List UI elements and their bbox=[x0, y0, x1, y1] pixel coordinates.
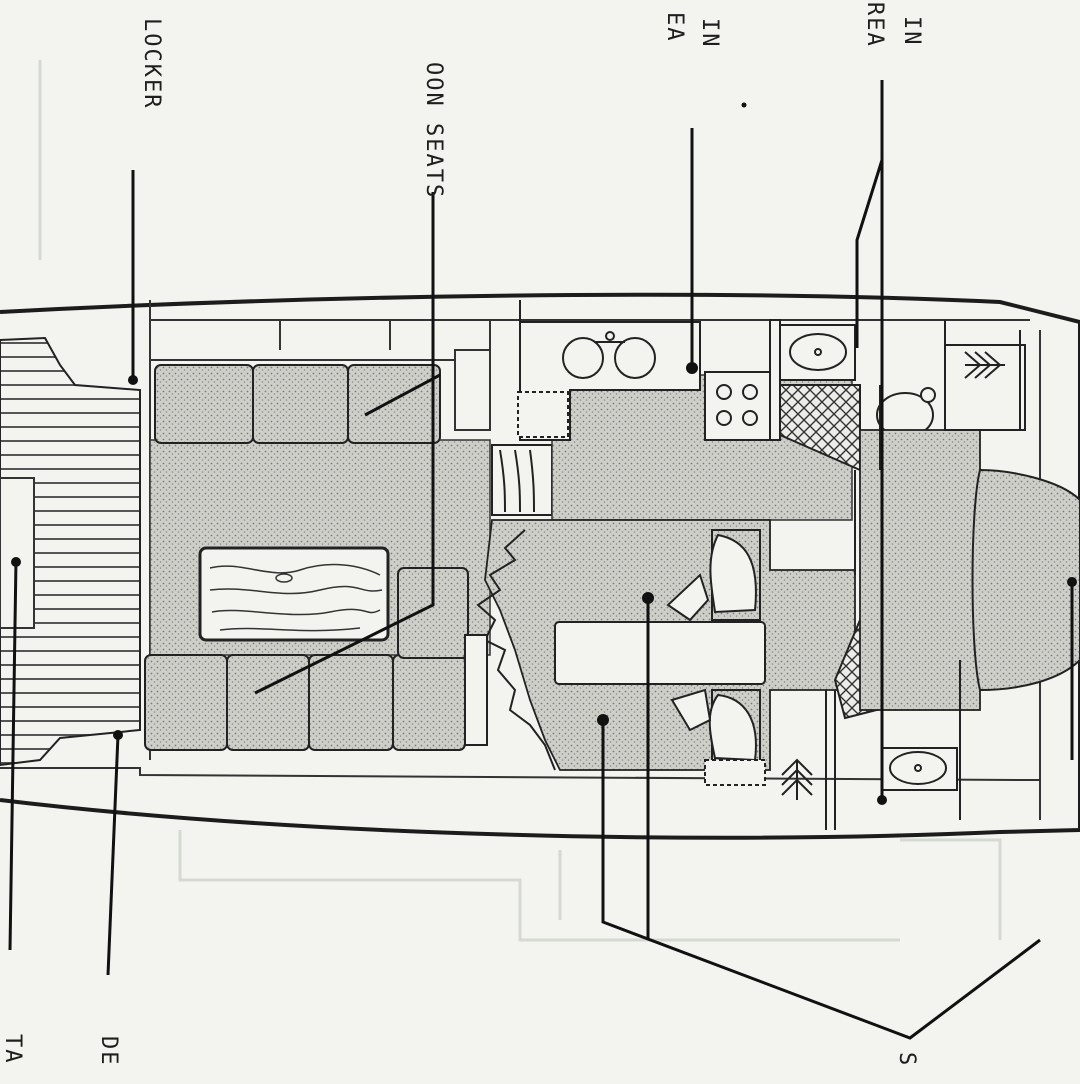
forward-cabin-floor bbox=[860, 430, 980, 710]
bottom-cabinet bbox=[705, 760, 765, 785]
galley-stove bbox=[705, 372, 770, 440]
tree-symbol-bottom bbox=[782, 760, 812, 800]
cockpit-table-outline bbox=[0, 478, 34, 628]
label-bottom-right: S bbox=[894, 1052, 919, 1067]
label-top-mid-a: IN bbox=[697, 18, 722, 49]
label-bottom-ta: TA bbox=[0, 1034, 25, 1065]
label-bottom-de: DE bbox=[96, 1036, 121, 1067]
leader-deck bbox=[108, 735, 118, 975]
companionway-steps bbox=[492, 445, 552, 515]
saloon-table bbox=[200, 548, 388, 640]
anchor-locker bbox=[945, 345, 1025, 430]
v-berth bbox=[973, 470, 1080, 690]
galley-right-wall bbox=[770, 320, 780, 440]
label-top-right-b: REA bbox=[862, 2, 887, 48]
label-saloon-seats: OON SEATS bbox=[421, 62, 446, 199]
label-locker: LOCKER bbox=[139, 18, 164, 109]
label-top-mid-b: EA bbox=[662, 12, 687, 43]
saloon-seats-upper bbox=[155, 365, 440, 443]
label-top-right-a: IN bbox=[899, 16, 924, 47]
